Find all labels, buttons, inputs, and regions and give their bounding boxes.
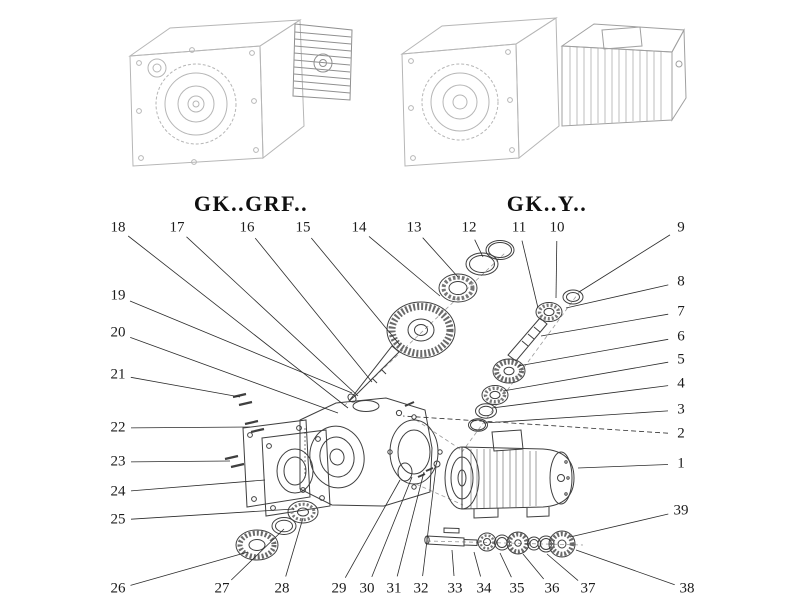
input-pinion-shaft	[347, 345, 400, 403]
leader-line-28	[285, 517, 304, 577]
leader-line-26	[130, 551, 249, 586]
model-label-gk-y: GK..Y..	[506, 191, 588, 216]
leader-line-35	[499, 552, 512, 578]
leader-line-7	[540, 313, 669, 337]
callout-35: 35	[509, 580, 525, 597]
leader-line-1	[577, 464, 669, 469]
callout-21: 21	[110, 366, 126, 383]
callout-24: 24	[110, 483, 126, 500]
leader-line-3	[483, 410, 669, 424]
callout-37: 37	[580, 580, 596, 597]
leader-line-32	[422, 466, 437, 577]
mounting-bolts	[224, 392, 265, 469]
leader-line-13	[422, 237, 459, 278]
leader-line-31	[396, 471, 425, 577]
leader-line-15	[310, 237, 401, 346]
callout-7: 7	[677, 303, 685, 320]
leader-line-37	[546, 553, 579, 581]
model-label-gk-grf: GK..GRF..	[193, 191, 309, 216]
callout-15: 15	[295, 219, 311, 236]
callout-31: 31	[386, 580, 402, 597]
leader-line-16	[254, 237, 373, 383]
leader-line-12	[474, 239, 484, 258]
callout-11: 11	[511, 219, 527, 236]
callout-22: 22	[110, 419, 126, 436]
large-helical-gear	[386, 301, 456, 359]
callout-4: 4	[677, 375, 685, 392]
leader-line-23	[130, 460, 231, 463]
callout-19: 19	[110, 287, 126, 304]
leader-line-34	[473, 551, 481, 577]
callout-13: 13	[406, 219, 422, 236]
callout-9: 9	[677, 219, 685, 236]
leader-line-38	[575, 549, 675, 586]
leader-line-30	[371, 476, 413, 578]
motor-flange-fasteners	[397, 460, 441, 482]
assembled-view-gk-y	[400, 17, 687, 167]
leader-line-27	[231, 528, 285, 581]
leader-line-10	[555, 240, 558, 299]
callout-2: 2	[677, 425, 685, 442]
callout-38: 38	[679, 580, 695, 597]
leader-line-2	[402, 415, 669, 434]
callout-16: 16	[239, 219, 255, 236]
leader-line-36	[522, 553, 545, 580]
leader-line-14	[368, 236, 441, 297]
leader-line-20	[130, 337, 339, 414]
leader-line-19	[129, 300, 353, 394]
leader-line-18	[127, 235, 349, 409]
gear-housing	[299, 397, 443, 507]
leader-line-29	[344, 479, 401, 578]
input-cover-fins	[292, 23, 353, 101]
callout-26: 26	[110, 580, 126, 597]
callout-34: 34	[476, 580, 492, 597]
callout-18: 18	[110, 219, 126, 236]
leader-line-4	[491, 385, 669, 409]
leader-line-25	[130, 508, 295, 520]
input-worm-shaft-stack	[468, 289, 584, 432]
callout-25: 25	[110, 511, 126, 528]
leader-line-5	[502, 361, 669, 392]
leader-line-21	[130, 376, 241, 398]
callout-36: 36	[544, 580, 560, 597]
upper-bearing-and-rings	[438, 240, 515, 303]
callout-5: 5	[677, 351, 685, 368]
leader-line-22	[130, 426, 251, 429]
motor-ghost	[560, 23, 687, 127]
assembled-view-gk-grf	[128, 19, 353, 167]
leader-line-33	[451, 549, 455, 577]
leader-line-24	[130, 479, 266, 492]
callout-12: 12	[461, 219, 477, 236]
callout-10: 10	[549, 219, 565, 236]
leader-line-11	[521, 240, 539, 309]
callout-39: 39	[673, 502, 689, 519]
leader-line-17	[186, 236, 359, 397]
callout-29: 29	[331, 580, 347, 597]
callout-33: 33	[447, 580, 463, 597]
leader-line-8	[565, 284, 669, 309]
callout-6: 6	[677, 328, 685, 345]
callout-1: 1	[677, 455, 685, 472]
leader-line-9	[578, 234, 671, 293]
callout-32: 32	[413, 580, 429, 597]
callout-23: 23	[110, 453, 126, 470]
callout-28: 28	[274, 580, 290, 597]
callout-3: 3	[677, 401, 685, 418]
callout-14: 14	[351, 219, 367, 236]
callout-27: 27	[214, 580, 230, 597]
callout-17: 17	[169, 219, 185, 236]
output-shaft-assembly	[424, 527, 576, 558]
leader-line-6	[517, 338, 669, 367]
callout-30: 30	[359, 580, 375, 597]
side-cover-assembly	[235, 419, 331, 561]
leader-lines	[127, 234, 675, 586]
electric-motor	[444, 429, 575, 519]
callout-20: 20	[110, 324, 126, 341]
callout-8: 8	[677, 273, 685, 290]
leader-line-39	[569, 513, 669, 538]
